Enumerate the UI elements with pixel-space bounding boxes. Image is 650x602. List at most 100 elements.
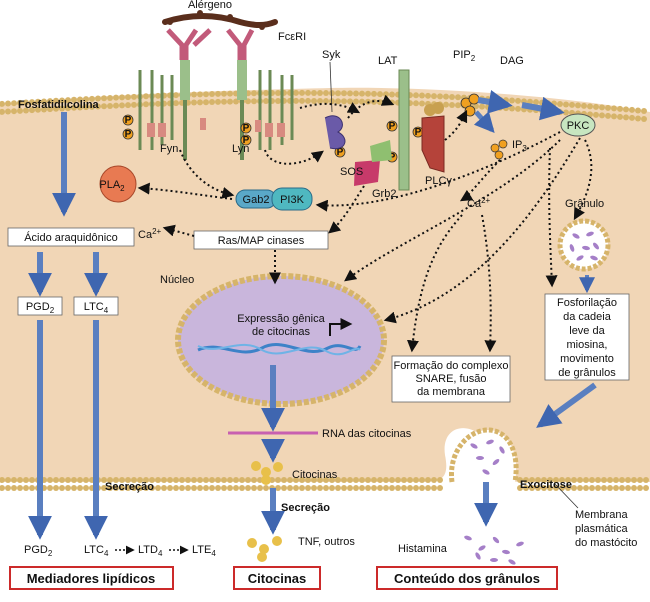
svg-text:P: P: [125, 129, 132, 140]
citocinas-cluster: [251, 461, 283, 485]
pip2-to-dag-arrow: [477, 90, 513, 114]
svg-text:P: P: [337, 147, 344, 158]
allergen-label: Alérgeno: [188, 0, 232, 11]
lat-label: LAT: [378, 55, 398, 67]
pla2-enzyme: [99, 165, 137, 203]
grb2-label: Grb2: [372, 188, 396, 200]
fosforilacao-line-2: da cadeia: [563, 311, 612, 323]
fosforilacao-line-4: miosina,: [567, 339, 608, 351]
rna-label: RNA das citocinas: [322, 428, 412, 440]
footer-cyt-box: [233, 566, 321, 590]
plc-gamma: [421, 102, 445, 173]
footer-lipid-box: [9, 566, 174, 590]
gab2-pi3k-complex: [235, 187, 313, 211]
ige-fceri-left: [166, 28, 212, 160]
receptor-chains-left: [138, 70, 206, 150]
fyn-label: Fyn: [160, 143, 178, 155]
fosforilacao-line-1: Fosforilação: [557, 297, 617, 309]
membrana-line-3: do mastócito: [575, 537, 637, 549]
exocitose-label: Exocitose: [520, 479, 572, 491]
nucleus: [175, 273, 387, 407]
pkc-label: PKC: [567, 120, 590, 132]
tnf-cluster: [247, 536, 282, 562]
tnf-label: TNF, outros: [298, 536, 355, 548]
granule: [557, 218, 611, 272]
snare-line-3: da membrana: [417, 386, 486, 398]
footer-gran-box: [376, 566, 558, 590]
dag-to-pkc-arrow: [521, 96, 565, 121]
receptor-chains-right: [255, 70, 294, 150]
phospho-lyn-2: P: [240, 134, 252, 146]
pgd2-box: [17, 296, 63, 316]
pkc-enzyme: [560, 113, 596, 137]
plcg-label: PLCγ: [425, 175, 452, 187]
citocinas-small-label: Citocinas: [292, 469, 338, 481]
out-ltc4-label: LTC4: [84, 544, 109, 558]
svg-text:P: P: [125, 115, 132, 126]
secrecao-mid-label: Secreção: [281, 502, 330, 514]
fosforilacao-line-6: de grânulos: [558, 367, 616, 379]
svg-text:P: P: [243, 123, 250, 134]
svg-text:P: P: [415, 127, 422, 138]
lyn-label: Lyn: [232, 143, 249, 155]
ca-left-label: Ca2+: [138, 227, 162, 241]
phospho-lat-1: P: [386, 120, 398, 132]
nucleo-label: Núcleo: [160, 274, 194, 286]
signaling-arrows: [137, 94, 593, 353]
syk-kinase: [324, 115, 346, 150]
svg-text:P: P: [389, 121, 396, 132]
snare-line-2: SNARE, fusão: [416, 373, 487, 385]
fosforilacao-box: [544, 293, 630, 381]
secrecao-left-label: Secreção: [105, 481, 154, 493]
footer-lipid-label: Mediadores lipídicos: [27, 571, 156, 586]
sos-grb2-complex: [354, 140, 392, 186]
exocytosis-vesicle: [449, 427, 519, 483]
ip3-label: IP3: [512, 139, 527, 153]
acido-label: Ácido araquidônico: [24, 231, 118, 244]
pip2-label: PIP2: [453, 49, 476, 63]
ltc4-label: LTC4: [84, 301, 109, 315]
phospho-fyn-1: P: [122, 114, 134, 126]
fosforilacao-to-exocytosis-arrow: [536, 382, 597, 428]
out-pgd2-label: PGD2: [24, 544, 53, 558]
out-ltd4-label: LTD4: [138, 544, 163, 558]
ip3-molecule: [490, 139, 508, 160]
membrana-line-1: Membrana: [575, 509, 628, 521]
pip2-to-ip3-arrow: [473, 110, 495, 133]
footer-gran-label: Conteúdo dos grânulos: [394, 571, 540, 586]
acido-box: [7, 227, 135, 247]
fceri-label: FcεRI: [278, 31, 306, 43]
footer-cyt-label: Citocinas: [248, 571, 307, 586]
lat-adaptor: [398, 69, 410, 191]
fosfatidilcolina-label: Fosfatidilcolina: [18, 99, 100, 111]
phospho-group: P P P P P P P P: [122, 114, 424, 163]
histamina-label: Histamina: [398, 543, 448, 555]
membrana-pointer: [554, 483, 579, 509]
syk-label: Syk: [322, 49, 341, 61]
ltc4-box: [73, 296, 119, 316]
gab2-label: Gab2: [243, 194, 270, 206]
ras-map-box: [193, 230, 329, 250]
phospho-fyn-2: P: [122, 128, 134, 140]
expressao-line-2: de citocinas: [252, 326, 311, 338]
ras-map-label: Ras/MAP cinases: [218, 235, 305, 247]
pla2-label: PLA2: [99, 179, 125, 193]
fosforilacao-line-3: leve da: [569, 325, 605, 337]
phospho-lyn-1: P: [240, 122, 252, 134]
histamina-molecules: [464, 535, 524, 565]
pi3k-label: PI3K: [280, 194, 305, 206]
fosforilacao-line-5: movimento: [560, 353, 614, 365]
allergen: [162, 10, 278, 30]
sos-label: SOS: [340, 166, 363, 178]
pgd2-label: PGD2: [26, 301, 55, 315]
out-lte4-label: LTE4: [192, 544, 216, 558]
svg-text:P: P: [389, 152, 396, 163]
snare-line-1: Formação do complexo: [394, 360, 509, 372]
svg-text:P: P: [243, 135, 250, 146]
membrana-line-2: plasmática: [575, 523, 628, 535]
dag-label: DAG: [500, 55, 524, 67]
expressao-line-1: Expressão gênica: [237, 313, 325, 325]
snare-box: [391, 355, 511, 403]
